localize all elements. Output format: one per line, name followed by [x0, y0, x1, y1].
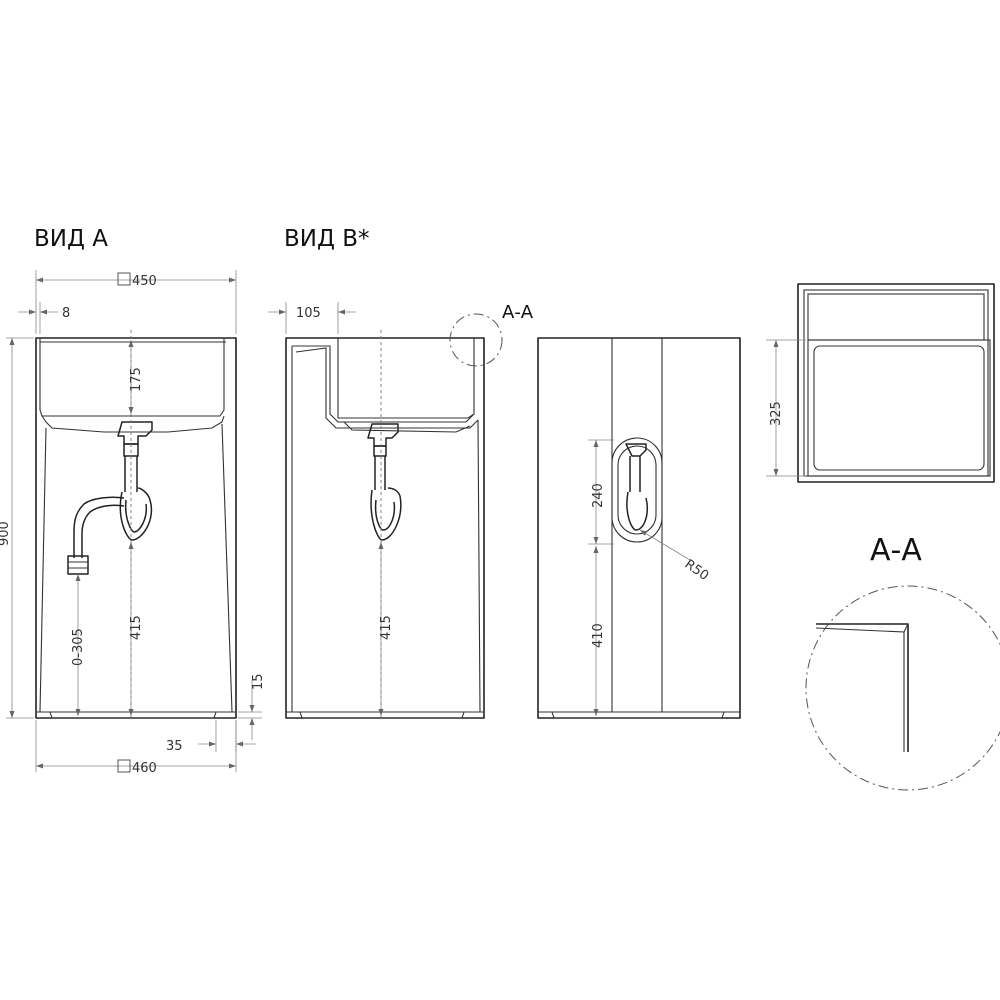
back-view: 240 R50 410 — [537, 337, 741, 719]
dim-325-label: 325 — [769, 401, 784, 426]
dim-105-label: 105 — [296, 306, 321, 321]
dim-15: 15 — [238, 673, 266, 740]
dim-415-b-label: 415 — [379, 615, 394, 640]
dim-105: 105 — [268, 302, 356, 334]
view-b: ВИД В* 105 — [268, 226, 534, 720]
view-a-title: ВИД А — [34, 226, 108, 252]
dim-15-label: 15 — [251, 673, 266, 690]
dim-8: 8 — [18, 302, 70, 334]
view-a: ВИД А — [0, 226, 266, 776]
section-detail: А-А — [805, 533, 1000, 791]
dim-0-305: 0-305 — [71, 574, 86, 716]
dim-415-b: 415 — [378, 542, 394, 716]
siphon-icon — [367, 423, 402, 541]
section-callout-label: А-А — [502, 302, 534, 323]
dim-240: 240 — [588, 439, 614, 545]
dim-460-label: 460 — [132, 761, 157, 776]
dim-35: 35 — [166, 720, 256, 754]
section-callout: А-А — [449, 302, 534, 367]
siphon-icon — [625, 443, 648, 531]
dim-900: 900 — [0, 337, 34, 719]
view-b-body — [285, 337, 485, 719]
view-a-body — [35, 337, 237, 719]
dim-450: 450 — [35, 270, 237, 334]
siphon-icon — [67, 421, 153, 575]
dim-410: 410 — [591, 546, 606, 716]
dim-415-a-label: 415 — [129, 615, 144, 640]
dim-175: 175 — [128, 340, 144, 414]
dim-r50-label: R50 — [682, 557, 712, 584]
dim-410-label: 410 — [591, 623, 606, 648]
dim-415-a: 415 — [128, 542, 144, 716]
section-detail-title: А-А — [870, 533, 922, 568]
dim-8-label: 8 — [62, 306, 70, 321]
dim-35-label: 35 — [166, 739, 183, 754]
dim-175-label: 175 — [129, 367, 144, 392]
dim-900-label: 900 — [0, 521, 12, 546]
dim-0-305-label: 0-305 — [71, 628, 86, 666]
view-b-title: ВИД В* — [284, 226, 370, 252]
dim-240-label: 240 — [591, 483, 606, 508]
dim-325: 325 — [766, 339, 806, 477]
back-view-body — [537, 337, 741, 719]
dim-450-label: 450 — [132, 274, 157, 289]
dim-460: 460 — [35, 720, 237, 776]
plan-view: 325 — [766, 283, 995, 483]
